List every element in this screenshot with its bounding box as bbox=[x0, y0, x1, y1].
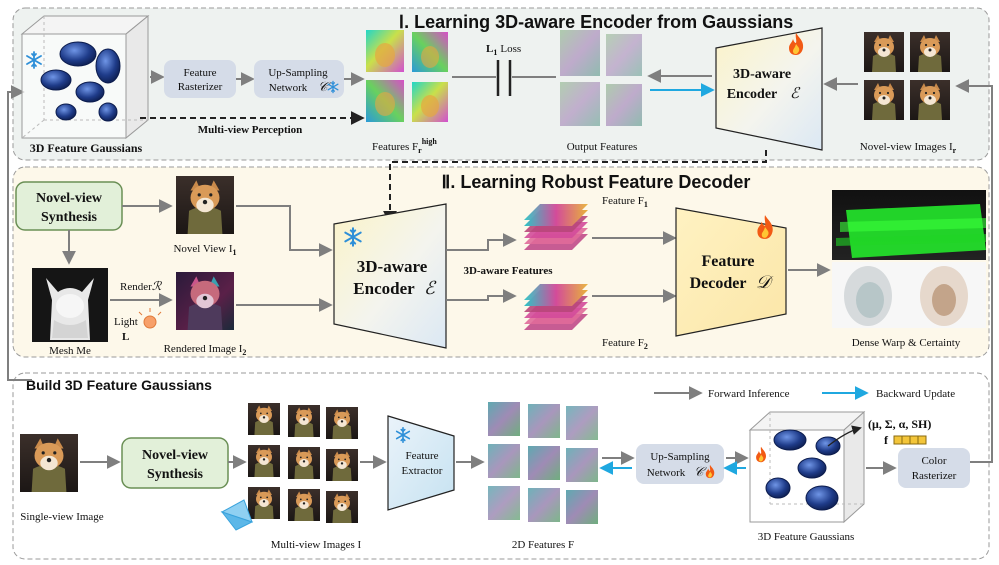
loop-connector-right bbox=[954, 79, 993, 463]
feature-rasterizer-node bbox=[164, 60, 236, 98]
multiview-images-grid bbox=[248, 403, 358, 523]
single-view-image bbox=[20, 434, 78, 492]
rendered-image-label: Rendered Image I2 bbox=[164, 343, 247, 357]
extractor-line2: Extractor bbox=[402, 465, 443, 477]
upsampling-line2-s3: Network bbox=[647, 467, 686, 479]
color-rasterizer-line1: Color bbox=[921, 455, 946, 467]
output-features-grid bbox=[560, 30, 642, 126]
multiview-label: Multi-view Images I bbox=[271, 539, 362, 551]
features-2d-label: 2D Features F bbox=[512, 539, 574, 551]
novel-view-image bbox=[176, 176, 234, 234]
arrow-novelview-encoder bbox=[236, 205, 333, 257]
nvs-line2-s3: Synthesis bbox=[147, 467, 204, 482]
feature-rasterizer-line2: Rasterizer bbox=[178, 81, 223, 93]
upsampling-node-s3 bbox=[636, 444, 724, 484]
encoder-line2-s1: Encoder bbox=[727, 87, 778, 102]
upsampling-node-s1 bbox=[254, 60, 344, 98]
features-2d-grid bbox=[488, 402, 598, 524]
extractor-line1: Feature bbox=[406, 450, 439, 462]
gaussian-params-label: (μ, Σ, α, SH) bbox=[868, 417, 931, 431]
features-high-grid bbox=[366, 30, 448, 122]
mesh-model bbox=[32, 268, 108, 342]
nvs-line2-s2: Synthesis bbox=[41, 210, 98, 225]
upsampling-line1-s1: Up-Sampling bbox=[268, 67, 328, 79]
gaussians-label-s3: 3D Feature Gaussians bbox=[758, 531, 855, 543]
feature-f1-label: Feature F1 bbox=[602, 195, 648, 209]
feature-stack-f2 bbox=[524, 284, 588, 330]
light-label-line2: L bbox=[122, 331, 129, 343]
gaussian-cube-s1 bbox=[20, 14, 150, 140]
aware-features-label: 3D-aware Features bbox=[463, 265, 553, 277]
encoder-e-symbol-s2: ℰ bbox=[424, 278, 437, 298]
certainty-image bbox=[832, 262, 986, 328]
nvs-line1-s3: Novel-view bbox=[142, 448, 209, 463]
single-view-label: Single-view Image bbox=[20, 511, 104, 523]
param-callout-line bbox=[827, 425, 862, 447]
legend-backward-label: Backward Update bbox=[876, 388, 955, 400]
encoder-trapezoid-s2 bbox=[333, 203, 447, 349]
section2-title: Ⅱ. Learning Robust Feature Decoder bbox=[442, 172, 751, 192]
mesh-label: Mesh Me bbox=[49, 345, 91, 357]
multiview-perception-label: Multi-view Perception bbox=[198, 124, 303, 136]
arrow-encoder-feature2 bbox=[446, 289, 517, 303]
color-rasterizer-node bbox=[898, 448, 970, 488]
feature-stack-f1 bbox=[524, 204, 588, 250]
feature-vector-cells bbox=[893, 435, 927, 445]
section3-title: Build 3D Feature Gaussians bbox=[26, 377, 212, 393]
decoder-line2: Decoder bbox=[690, 275, 747, 292]
encoder-weight-share-arrow bbox=[383, 150, 767, 225]
legend-forward-label: Forward Inference bbox=[708, 388, 790, 400]
output-features-label: Output Features bbox=[567, 141, 638, 153]
feature-f2-label: Feature F2 bbox=[602, 337, 648, 351]
dense-warp-label: Dense Warp & Certainty bbox=[852, 337, 961, 349]
encoder-line1-s2: 3D-aware bbox=[357, 257, 428, 276]
color-rasterizer-line2: Rasterizer bbox=[912, 470, 957, 482]
camera-cone-icon bbox=[220, 499, 254, 531]
encoder-line2-s2: Encoder bbox=[353, 279, 415, 298]
dense-warp-image bbox=[832, 190, 986, 260]
loop-connector-left bbox=[7, 85, 32, 381]
gaussians-label-s1: 3D Feature Gaussians bbox=[30, 141, 143, 155]
upsampling-line1-s3: Up-Sampling bbox=[650, 451, 710, 463]
feature-rasterizer-line1: Feature bbox=[184, 67, 217, 79]
light-bulb-icon bbox=[138, 308, 162, 329]
encoder-trapezoid-s1 bbox=[715, 27, 823, 151]
novel-view-label: Novel View I1 bbox=[173, 243, 236, 257]
features-high-label: Features Frhigh bbox=[372, 137, 437, 155]
upsampling-line2-s1: Network bbox=[269, 82, 308, 94]
section1-title: Ⅰ. Learning 3D-aware Encoder from Gaussi… bbox=[399, 12, 793, 32]
rendered-image bbox=[176, 272, 234, 330]
light-label-line1: Light bbox=[114, 316, 138, 328]
encoder-e-symbol-s1: ℰ bbox=[790, 86, 801, 102]
decoder-line1: Feature bbox=[701, 253, 754, 270]
decoder-d-symbol: 𝒟 bbox=[756, 272, 774, 292]
render-label: Renderℛ bbox=[120, 279, 163, 293]
feature-vector-label: f bbox=[884, 433, 889, 447]
novel-view-images-label: Novel-view Images Ir bbox=[860, 141, 957, 155]
encoder-line1-s1: 3D-aware bbox=[733, 67, 791, 82]
decoder-trapezoid bbox=[675, 207, 787, 337]
nvs-line1-s2: Novel-view bbox=[36, 191, 103, 206]
arrow-encoder-feature1 bbox=[446, 233, 517, 251]
gaussian-cube-s3 bbox=[748, 410, 866, 524]
